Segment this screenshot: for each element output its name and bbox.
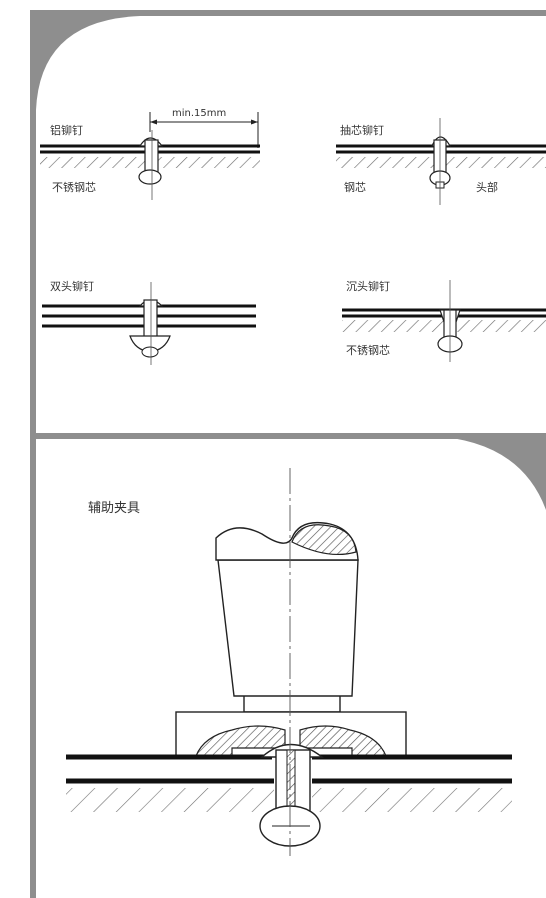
diagram-title: 沉头铆钉 bbox=[346, 279, 390, 293]
core-label: 不锈钢芯 bbox=[52, 180, 96, 194]
diagram-aluminium-rivet: 铝铆钉 min.15mm 不锈钢芯 bbox=[40, 108, 260, 200]
diagram-title: 双头铆钉 bbox=[50, 279, 94, 293]
bottom-corner-band bbox=[430, 436, 546, 510]
diagram-auxiliary-fixture: 辅助夹具 bbox=[66, 468, 512, 856]
core-label: 钢芯 bbox=[344, 180, 366, 194]
diagram-countersunk-rivet: 沉头铆钉 不锈钢芯 bbox=[342, 279, 546, 362]
fixture-title: 辅助夹具 bbox=[88, 501, 140, 516]
tool-body bbox=[217, 559, 359, 697]
diagram-title: 铝铆钉 bbox=[50, 123, 83, 137]
diagram-title: 抽芯铆钉 bbox=[340, 123, 384, 137]
core-label: 不锈钢芯 bbox=[346, 343, 390, 357]
diagram-double-head-rivet: 双头铆钉 bbox=[42, 279, 256, 365]
diagram-blind-rivet: 抽芯铆钉 钢芯 头部 bbox=[336, 118, 546, 205]
tool-section bbox=[291, 524, 357, 556]
dimension-label: min.15mm bbox=[172, 108, 226, 119]
head-label: 头部 bbox=[476, 180, 498, 194]
